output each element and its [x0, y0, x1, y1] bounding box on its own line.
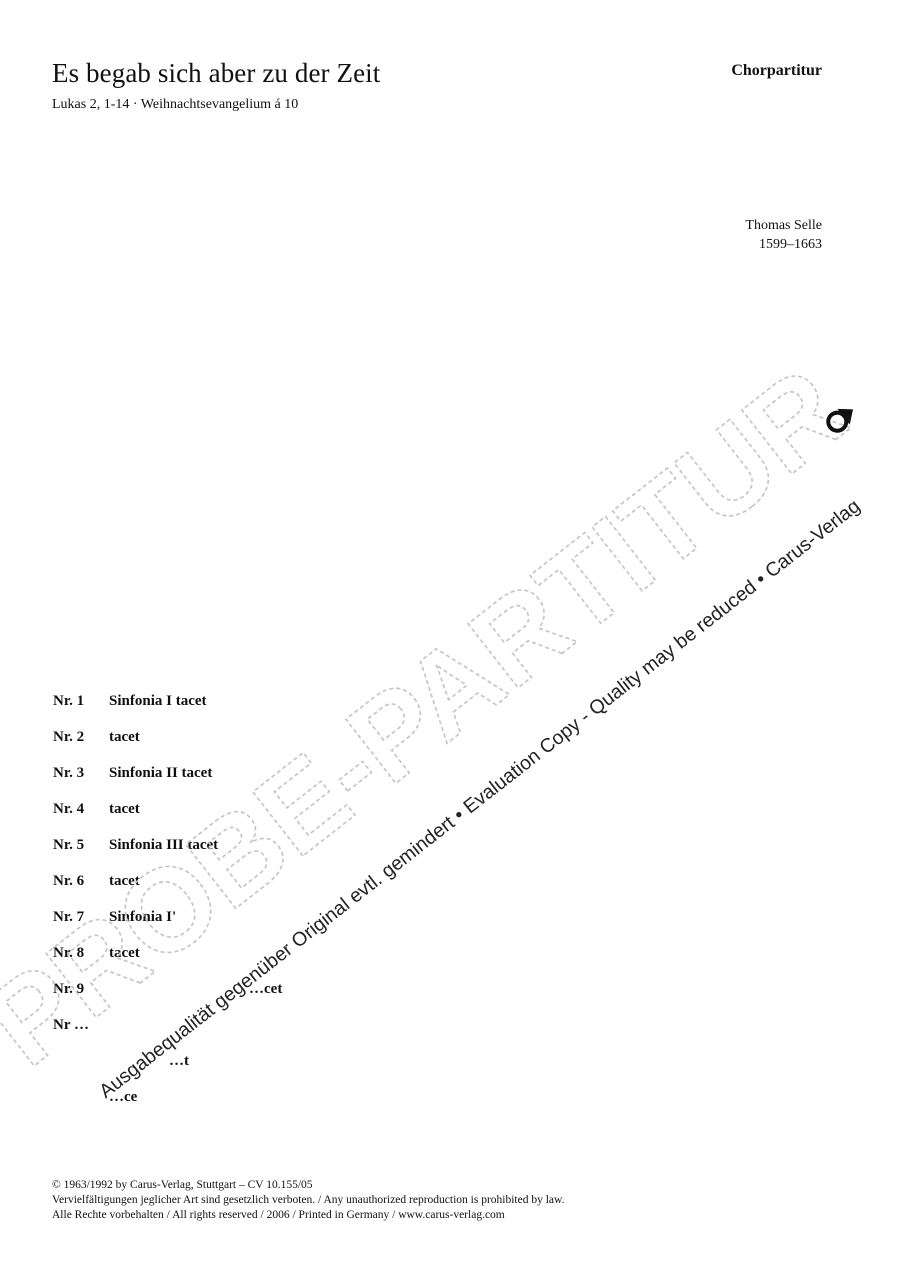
page-subtitle: Lukas 2, 1-14 · Weihnachtsevangelium á 1…: [52, 97, 299, 112]
movement-description: Sinfonia II tacet: [109, 765, 213, 781]
movement-list: Nr. 1 Sinfonia I tacet Nr. 2 tacet Nr. 3 Si…: [53, 693, 453, 1125]
list-item: Nr. 6 tacet: [53, 873, 453, 909]
movement-description: Sinfonia I tacet: [109, 693, 207, 709]
copyright-footer: © 1963/1992 by Carus-Verlag, Stuttgart –…: [52, 1178, 564, 1223]
movement-description: …ce: [109, 1089, 138, 1105]
composer-name: Thomas Selle: [745, 218, 822, 233]
movement-description: Sinfonia III tacet: [109, 837, 219, 853]
page-title: Es begab sich aber zu der Zeit: [52, 58, 381, 88]
list-item: Nr. 9 …cet: [53, 981, 453, 1017]
composer-block: Thomas Selle 1599–1663: [745, 216, 822, 254]
list-item: Nr. 8 tacet: [53, 945, 453, 981]
movement-number: Nr. 5: [53, 837, 85, 853]
movement-number: Nr. 7: [53, 909, 85, 925]
edition-label: Chorpartitur: [731, 62, 822, 79]
list-item: Nr. 3 Sinfonia II tacet: [53, 765, 453, 801]
movement-description: tacet: [109, 873, 140, 889]
carus-logo-icon: [826, 408, 854, 433]
list-item: Nr. 5 Sinfonia III tacet: [53, 837, 453, 873]
movement-number: Nr. 3: [53, 765, 85, 781]
list-item: Nr. 4 tacet: [53, 801, 453, 837]
composer-dates: 1599–1663: [759, 237, 822, 252]
list-item: …t: [53, 1053, 453, 1089]
movement-description: …t: [169, 1053, 189, 1069]
movement-number: Nr. 1: [53, 693, 85, 709]
movement-number: Nr. 2: [53, 729, 85, 745]
movement-number: Nr. 8: [53, 945, 85, 961]
movement-description: …cet: [249, 981, 283, 997]
list-item: Nr. 2 tacet: [53, 729, 453, 765]
movement-description: tacet: [109, 729, 140, 745]
movement-number: Nr. 6: [53, 873, 85, 889]
reproduction-notice: Vervielfältigungen jeglicher Art sind ge…: [52, 1194, 565, 1206]
movement-number: Nr …: [53, 1017, 89, 1033]
movement-number: Nr. 9: [53, 981, 85, 997]
list-item: Nr …: [53, 1017, 453, 1053]
movement-description: tacet: [109, 801, 140, 817]
movement-number: Nr. 4: [53, 801, 85, 817]
movement-description: tacet: [109, 945, 140, 961]
rights-line: Alle Rechte vorbehalten / All rights res…: [52, 1209, 505, 1221]
movement-description: Sinfonia I': [109, 909, 177, 925]
list-item: Nr. 7 Sinfonia I': [53, 909, 453, 945]
list-item: Nr. 1 Sinfonia I tacet: [53, 693, 453, 729]
list-item: …ce: [53, 1089, 453, 1125]
copyright-line: © 1963/1992 by Carus-Verlag, Stuttgart –…: [52, 1179, 313, 1191]
